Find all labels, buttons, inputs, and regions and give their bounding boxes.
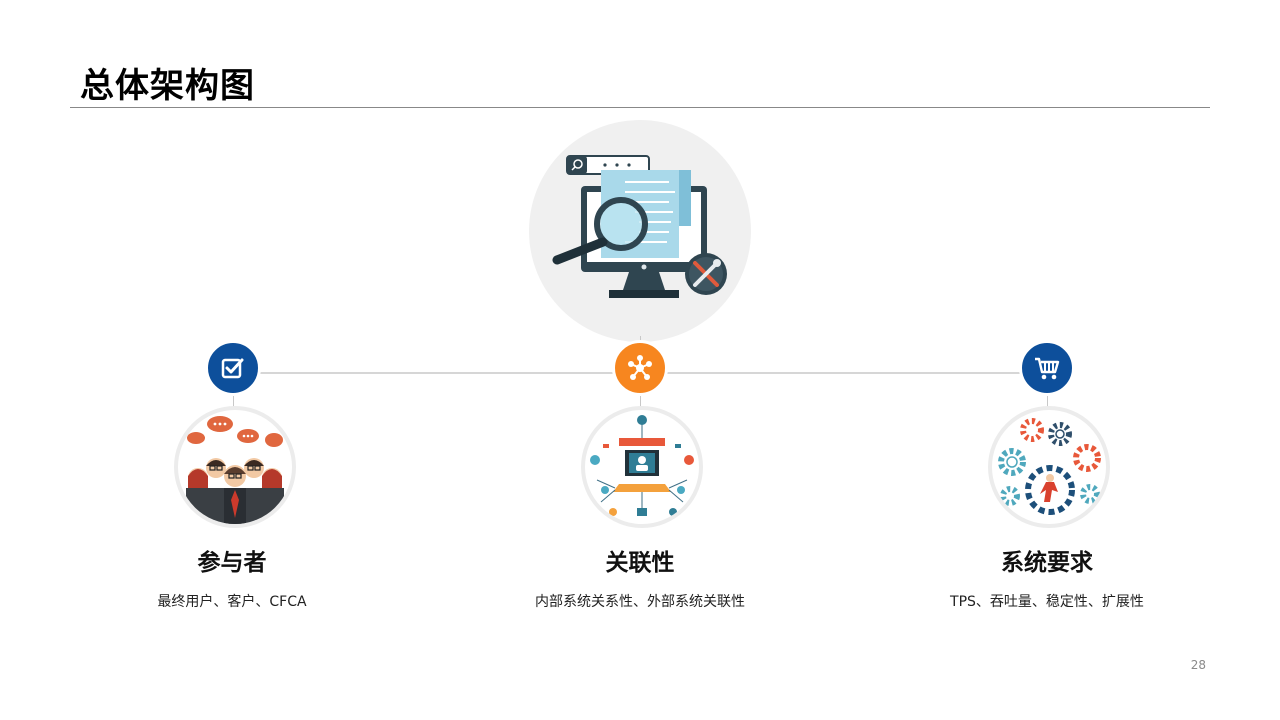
page-title: 总体架构图 [80, 66, 255, 106]
people-chat-icon [186, 416, 284, 524]
laptop-network-icon [590, 415, 694, 516]
requirements-illustration [988, 406, 1110, 528]
badge-participants [205, 340, 261, 396]
monitor-magnifier-icon [552, 155, 727, 298]
stub-left [233, 396, 234, 408]
relevance-illustration [581, 406, 703, 528]
badge-relevance [612, 340, 668, 396]
network-hub-icon [628, 355, 652, 380]
participants-illustration [174, 406, 296, 528]
column-desc-requirements: TPS、吞吐量、稳定性、扩展性 [950, 594, 1144, 610]
column-title-participants: 参与者 [197, 550, 267, 576]
column-title-relevance: 关联性 [605, 550, 675, 576]
column-title-requirements: 系统要求 [1001, 550, 1093, 576]
shopping-cart-icon [1035, 357, 1060, 380]
page-number: 28 [1190, 658, 1206, 672]
stub-right [1047, 396, 1048, 408]
hub-illustration [529, 120, 751, 342]
checkbox-icon [221, 358, 244, 379]
stub-middle [640, 396, 641, 408]
badge-requirements [1019, 340, 1075, 396]
column-desc-participants: 最终用户、客户、CFCA [157, 594, 307, 610]
title-divider [70, 107, 1210, 108]
column-desc-relevance: 内部系统关系性、外部系统关联性 [535, 594, 745, 610]
gears-runner-icon [998, 418, 1101, 515]
